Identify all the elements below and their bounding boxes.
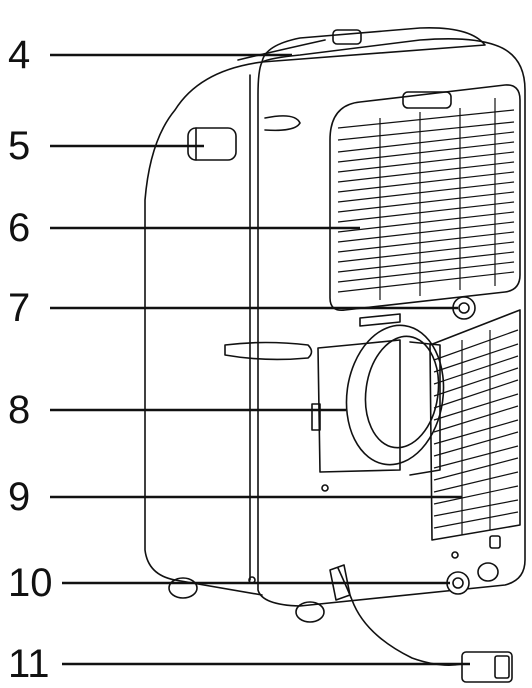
callout-5: 5 — [8, 124, 31, 168]
leader-lines — [50, 53, 470, 666]
unit-rear-panel — [257, 37, 526, 607]
caster-right — [477, 562, 499, 582]
side-handle — [187, 127, 237, 161]
callout-11: 11 — [8, 642, 50, 686]
caster-middle — [295, 601, 325, 623]
upper-air-filter-frame — [329, 84, 521, 312]
power-plug — [461, 651, 513, 683]
unit-side-panel — [144, 61, 263, 596]
lower-air-filter-frame — [429, 309, 521, 541]
caster-left — [168, 577, 198, 599]
exhaust-outlet-frame — [317, 339, 401, 473]
callout-4: 4 — [8, 33, 31, 77]
top-grip — [332, 29, 362, 45]
callout-9: 9 — [8, 475, 31, 519]
callout-7: 7 — [8, 286, 31, 330]
unit-top-panel — [261, 27, 486, 63]
upper-grille-slats — [337, 98, 515, 300]
callout-10: 10 — [8, 561, 53, 605]
callout-8: 8 — [8, 388, 31, 432]
lower-grille-slats — [433, 329, 519, 535]
exhaust-hose-connector — [345, 324, 445, 466]
filter-pull-tab — [402, 91, 452, 109]
callout-6: 6 — [8, 206, 31, 250]
